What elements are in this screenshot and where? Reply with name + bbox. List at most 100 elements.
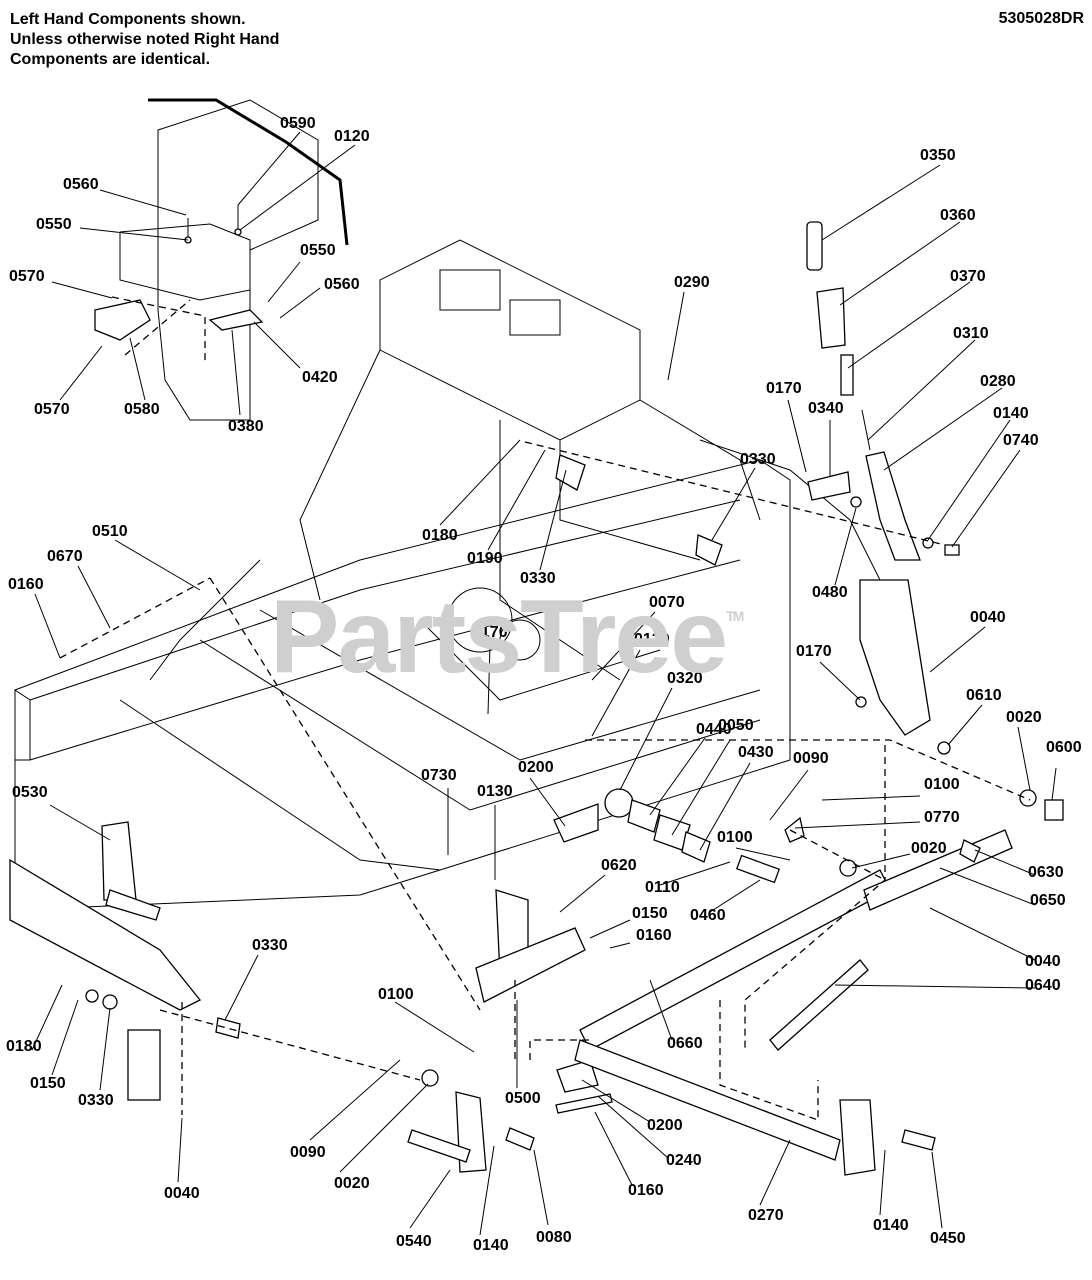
callout-label[interactable]: 0020 — [1006, 709, 1042, 726]
callout-label[interactable]: 0610 — [966, 687, 1002, 704]
callout-label[interactable]: 0040 — [1025, 953, 1061, 970]
callout-label[interactable]: 0270 — [748, 1207, 784, 1224]
callout-leader — [1051, 767, 1057, 801]
callout-leader — [177, 1117, 183, 1183]
callout-label[interactable]: 0160 — [628, 1182, 664, 1199]
callout-label[interactable]: 0620 — [601, 857, 637, 874]
callout-label[interactable]: 0330 — [520, 570, 556, 587]
callout-leader — [129, 337, 146, 401]
callout-label[interactable]: 0540 — [396, 1233, 432, 1250]
callout-label[interactable]: 0580 — [124, 401, 160, 418]
callout-label[interactable]: 0160 — [8, 576, 44, 593]
callout-label[interactable]: 0740 — [1003, 432, 1039, 449]
callout-label[interactable]: 0730 — [421, 767, 457, 784]
callout-label[interactable]: 0180 — [6, 1038, 42, 1055]
callout-label[interactable]: 0190 — [467, 550, 503, 567]
callout-leader — [31, 984, 63, 1051]
callout-label[interactable]: 0650 — [1030, 892, 1066, 909]
callout-label[interactable]: 0360 — [940, 207, 976, 224]
callout-label[interactable]: 0040 — [164, 1185, 200, 1202]
callout-label[interactable]: 0170 — [796, 643, 832, 660]
callout-label[interactable]: 0040 — [970, 609, 1006, 626]
callout-label[interactable]: 0630 — [1028, 864, 1064, 881]
callout-label[interactable]: 0080 — [536, 1229, 572, 1246]
callout-label[interactable]: 0090 — [290, 1144, 326, 1161]
callout-label[interactable]: 0530 — [12, 784, 48, 801]
callout-label[interactable]: 0660 — [667, 1035, 703, 1052]
callout-label[interactable]: 0570 — [34, 401, 70, 418]
callout-leader — [759, 1139, 791, 1206]
callout-leader — [279, 287, 321, 319]
callout-label[interactable]: 0330 — [78, 1092, 114, 1109]
callout-label[interactable]: 0150 — [30, 1075, 66, 1092]
callout-label[interactable]: 0550 — [300, 242, 336, 259]
callout-label[interactable]: 0110 — [645, 879, 680, 896]
callout-label[interactable]: 0320 — [667, 670, 703, 687]
callout-leader — [819, 661, 861, 701]
callout-label[interactable]: 0160 — [636, 927, 672, 944]
callout-label[interactable]: 0450 — [930, 1230, 966, 1247]
callout-leader — [594, 1111, 633, 1186]
callout-label[interactable]: 0120 — [334, 128, 370, 145]
callout-label[interactable]: 0460 — [690, 907, 726, 924]
callout-leader — [929, 626, 986, 673]
callout-leader — [609, 942, 631, 949]
callout-leader — [559, 874, 606, 913]
callout-label[interactable]: 0370 — [950, 268, 986, 285]
callout-leader — [267, 261, 301, 303]
callout-label[interactable]: 0050 — [718, 717, 754, 734]
callout-label[interactable]: 0170 — [766, 380, 802, 397]
callout-label[interactable]: 0290 — [674, 274, 710, 291]
callout-label[interactable]: 0200 — [647, 1117, 683, 1134]
callout-label[interactable]: 0330 — [740, 451, 776, 468]
callout-label[interactable]: 0590 — [280, 115, 316, 132]
callout-label[interactable]: 0600 — [1046, 739, 1082, 756]
callout-label[interactable]: 0430 — [738, 744, 774, 761]
callout-label[interactable]: 0330 — [252, 937, 288, 954]
callout-label[interactable]: 0500 — [505, 1090, 541, 1107]
callout-label[interactable]: 0130 — [477, 783, 513, 800]
callout-label[interactable]: 0560 — [324, 276, 360, 293]
callout-leader — [77, 565, 111, 629]
callout-label[interactable]: 0130 — [634, 631, 670, 648]
callout-label[interactable]: 0100 — [378, 986, 414, 1003]
callout-label[interactable]: 0170 — [472, 624, 508, 641]
callout-label[interactable]: 0180 — [422, 527, 458, 544]
callout-label[interactable]: 0350 — [920, 147, 956, 164]
callout-leader — [769, 769, 809, 821]
callout-label[interactable]: 0380 — [228, 418, 264, 435]
callout-label[interactable]: 0020 — [911, 840, 947, 857]
callout-leader — [487, 644, 491, 715]
callout-leader — [867, 339, 976, 441]
assembly-lines — [59, 441, 1031, 1121]
callout-label[interactable]: 0570 — [9, 268, 45, 285]
callout-label[interactable]: 0100 — [924, 776, 960, 793]
callout-label[interactable]: 0310 — [953, 325, 989, 342]
callout-label[interactable]: 0560 — [63, 176, 99, 193]
callout-label[interactable]: 0140 — [473, 1237, 509, 1254]
callout-label[interactable]: 0510 — [92, 523, 128, 540]
callout-leader — [947, 704, 983, 746]
callout-label[interactable]: 0550 — [36, 216, 72, 233]
callout-leader — [51, 999, 79, 1076]
callout-layer: 0590 0120 0560 0550 0550 0560 0570 0570 0580 0380… — [6, 115, 1082, 1254]
callout-label[interactable]: 0670 — [47, 548, 83, 565]
callout-label[interactable]: 0100 — [717, 829, 753, 846]
callout-label[interactable]: 0480 — [812, 584, 848, 601]
lever-assembly — [806, 221, 1064, 821]
callout-label[interactable]: 0200 — [518, 759, 554, 776]
callout-label[interactable]: 0150 — [632, 905, 668, 922]
callout-label[interactable]: 0140 — [993, 405, 1029, 422]
callout-label[interactable]: 0770 — [924, 809, 960, 826]
callout-label[interactable]: 0240 — [666, 1152, 702, 1169]
callout-label[interactable]: 0640 — [1025, 977, 1061, 994]
callout-label[interactable]: 0090 — [793, 750, 829, 767]
callout-label[interactable]: 0020 — [334, 1175, 370, 1192]
callout-label[interactable]: 0440 — [696, 721, 732, 738]
callout-leader — [99, 1007, 111, 1091]
callout-label[interactable]: 0420 — [302, 369, 338, 386]
callout-label[interactable]: 0070 — [649, 594, 685, 611]
callout-label[interactable]: 0280 — [980, 373, 1016, 390]
callout-label[interactable]: 0340 — [808, 400, 844, 417]
callout-label[interactable]: 0140 — [873, 1217, 909, 1234]
